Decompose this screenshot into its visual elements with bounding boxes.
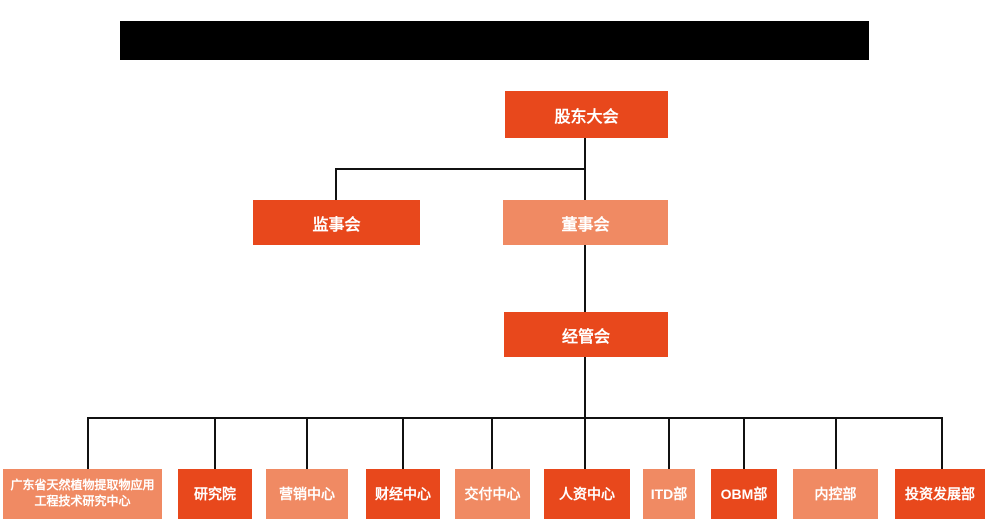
- node-label: 投资发展部: [905, 486, 975, 502]
- connector-drop-research-center: [87, 417, 89, 469]
- node-label: 董事会: [561, 216, 610, 234]
- node-label: 经管会: [561, 328, 610, 346]
- node-label: 广东省天然植物提取物应用工程技术研究中心: [10, 478, 155, 508]
- node-label: ITD部: [650, 486, 688, 502]
- connector-department-bus: [87, 417, 943, 419]
- node-label: 交付中心: [464, 486, 521, 502]
- node-label: 财经中心: [375, 486, 431, 502]
- connector-to-supervisors: [335, 168, 337, 200]
- connector-management-riser: [584, 357, 586, 469]
- node-shareholders-meeting: 股东大会: [505, 91, 668, 138]
- node-dept-obm: OBM部: [711, 469, 777, 519]
- node-dept-hr-center: 人资中心: [544, 469, 630, 519]
- node-label: 人资中心: [559, 486, 615, 502]
- connector-directors-to-management: [584, 245, 586, 312]
- node-dept-research-institute: 研究院: [178, 469, 252, 519]
- connector-drop-internal-control: [835, 417, 837, 469]
- node-management-committee: 经管会: [504, 312, 668, 357]
- node-board-of-directors: 董事会: [503, 200, 668, 245]
- node-label: 研究院: [194, 486, 236, 502]
- connector-drop-delivery: [491, 417, 493, 469]
- connector-drop-finance: [402, 417, 404, 469]
- node-dept-research-center: 广东省天然植物提取物应用工程技术研究中心: [3, 469, 162, 519]
- node-dept-marketing-center: 营销中心: [266, 469, 348, 519]
- connector-drop-marketing: [306, 417, 308, 469]
- connector-drop-itd: [668, 417, 670, 469]
- node-label: OBM部: [720, 486, 768, 502]
- node-dept-investment-development: 投资发展部: [895, 469, 985, 519]
- node-label: 股东大会: [554, 108, 619, 126]
- node-dept-delivery-center: 交付中心: [455, 469, 530, 519]
- node-label: 监事会: [312, 216, 361, 234]
- node-dept-internal-control: 内控部: [793, 469, 878, 519]
- connector-branch-horizontal: [335, 168, 586, 170]
- redacted-title-bar: [120, 21, 869, 60]
- node-label: 内控部: [814, 486, 857, 502]
- node-dept-itd: ITD部: [643, 469, 695, 519]
- connector-drop-research-institute: [214, 417, 216, 469]
- connector-drop-investment: [941, 417, 943, 469]
- node-supervisory-board: 监事会: [253, 200, 420, 245]
- node-label: 营销中心: [279, 486, 335, 502]
- node-dept-finance-center: 财经中心: [366, 469, 440, 519]
- connector-drop-obm: [743, 417, 745, 469]
